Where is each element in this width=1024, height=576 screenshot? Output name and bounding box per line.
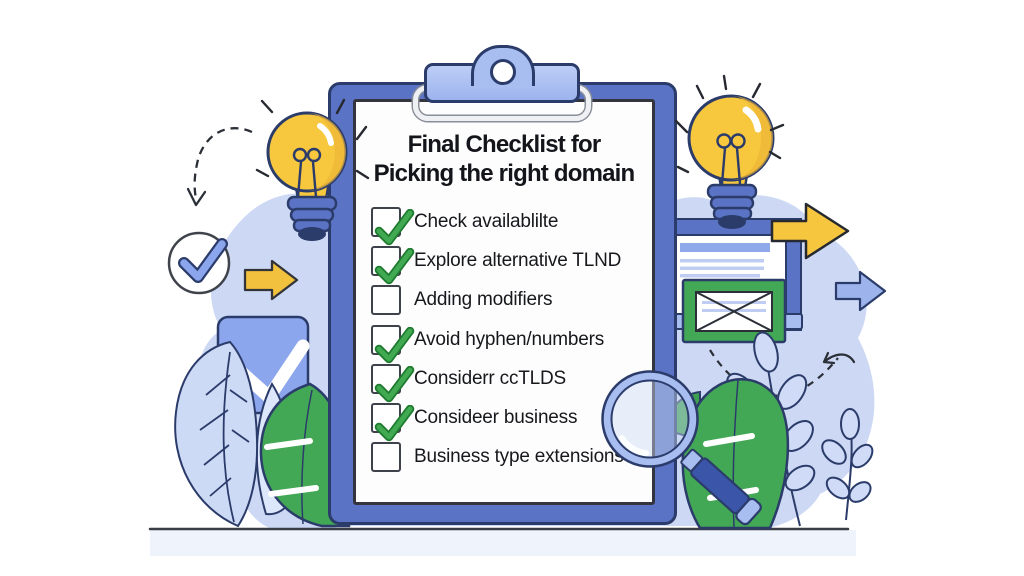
checkbox-icon bbox=[371, 403, 415, 442]
clipboard-clip-hole bbox=[490, 59, 516, 85]
checklist-item-label: Check availablilte bbox=[414, 210, 559, 232]
dashed-arrow-icon bbox=[709, 349, 856, 397]
page-title: Final Checklist for Picking the right do… bbox=[353, 130, 655, 188]
checklist-item-label: Explore alternative TLND bbox=[414, 249, 622, 271]
arrow-right-icon bbox=[770, 202, 850, 260]
checkmark-circle-icon bbox=[167, 231, 231, 295]
checkbox-icon bbox=[371, 363, 415, 403]
checklist-item: Explore alternative TLND bbox=[371, 241, 624, 285]
leaf-icon bbox=[681, 378, 790, 530]
checkbox-icon bbox=[371, 324, 415, 363]
dashed-arrow-icon bbox=[186, 127, 253, 207]
checklist-item-label: Avoid hyphen/numbers bbox=[414, 328, 604, 350]
checkbox-icon bbox=[371, 206, 415, 245]
checklist-item: Considerr ccTLDS bbox=[371, 359, 624, 403]
checklist-item-label: Consideer business bbox=[414, 407, 578, 429]
arrow-right-icon bbox=[243, 259, 299, 301]
plant-icon bbox=[719, 331, 874, 527]
checkbox-icon bbox=[371, 285, 401, 316]
checklist-item-label: Considerr ccTLDS bbox=[414, 367, 567, 389]
title-line-2: Picking the right domain bbox=[373, 160, 636, 187]
arrow-right-icon bbox=[834, 270, 887, 312]
checkbox-icon bbox=[371, 245, 415, 285]
checked-square-icon bbox=[216, 315, 310, 415]
checklist: Check availablilte Explore alternative T… bbox=[371, 202, 624, 477]
image-placeholder-icon bbox=[681, 278, 787, 344]
lightbulb-icon bbox=[687, 94, 775, 229]
checklist-item-label: Adding modifiers bbox=[414, 289, 553, 311]
checkbox-icon bbox=[371, 442, 401, 473]
checklist-item: Consideer business bbox=[371, 398, 624, 442]
title-line-1: Final Checklist for bbox=[407, 131, 602, 158]
browser-window-icon bbox=[661, 218, 803, 344]
checklist-item: Avoid hyphen/numbers bbox=[371, 320, 624, 363]
checklist-item-label: Business type extensions bbox=[414, 446, 624, 468]
checklist-item: Business type extensions bbox=[371, 438, 624, 477]
checklist-item: Adding modifiers bbox=[371, 281, 624, 320]
ground-shadow bbox=[150, 530, 856, 556]
checklist-item: Check availablilte bbox=[371, 202, 624, 245]
leaf-icon bbox=[174, 340, 295, 528]
